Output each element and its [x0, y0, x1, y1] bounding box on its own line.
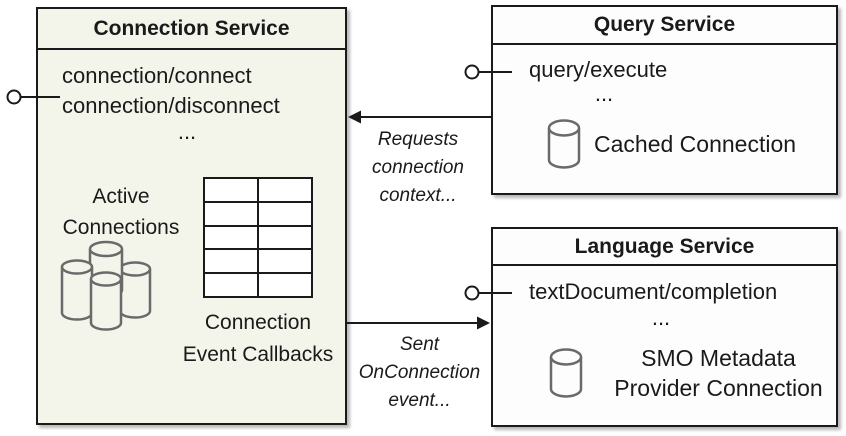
- query-execute-method: query/execute: [529, 57, 668, 82]
- connection-methods-ellipsis: ...: [177, 119, 197, 144]
- smo-metadata-provider-connection-label: SMO Metadata Provider Connection: [614, 345, 823, 401]
- connection-event-callbacks-label: Connection Event Callbacks: [182, 311, 334, 366]
- connection-service-box: Connection Service connection/connect co…: [36, 7, 347, 425]
- callback-table-icon: [203, 177, 313, 298]
- connection-pool-cylinders-icon: [60, 240, 152, 331]
- language-service-box: Language Service textDocument/completion…: [491, 227, 838, 427]
- query-service-box: Query Service query/execute ... Cached C…: [491, 5, 838, 195]
- language-service-title: Language Service: [493, 229, 836, 266]
- connection-service-endpoint-icon: [6, 89, 22, 105]
- arrowhead-left-icon: [348, 110, 361, 124]
- textdocument-completion-method: textDocument/completion: [529, 279, 778, 304]
- cached-connection-label: Cached Connection: [594, 131, 797, 157]
- query-service-title: Query Service: [493, 7, 836, 45]
- requests-connection-context-label: Requests connection context...: [372, 129, 464, 206]
- query-service-endpoint-icon: [464, 64, 480, 80]
- sent-onconnection-event-label: Sent OnConnection event...: [358, 334, 481, 411]
- language-methods-ellipsis: ...: [651, 305, 671, 330]
- database-cylinder-icon: [547, 119, 581, 169]
- smo-metadata-row: SMO Metadata Provider Connection: [549, 343, 841, 403]
- connection-service-title: Connection Service: [38, 9, 345, 50]
- cached-connection-row: Cached Connection: [547, 119, 796, 169]
- active-connections-label: Active Connections: [62, 185, 180, 239]
- connection-connect-method: connection/connect: [62, 63, 252, 88]
- connection-disconnect-method: connection/disconnect: [62, 93, 280, 118]
- query-methods-ellipsis: ...: [594, 81, 614, 106]
- database-cylinder-icon: [549, 348, 583, 398]
- arrowhead-right-icon: [477, 316, 490, 330]
- language-service-endpoint-icon: [464, 285, 480, 301]
